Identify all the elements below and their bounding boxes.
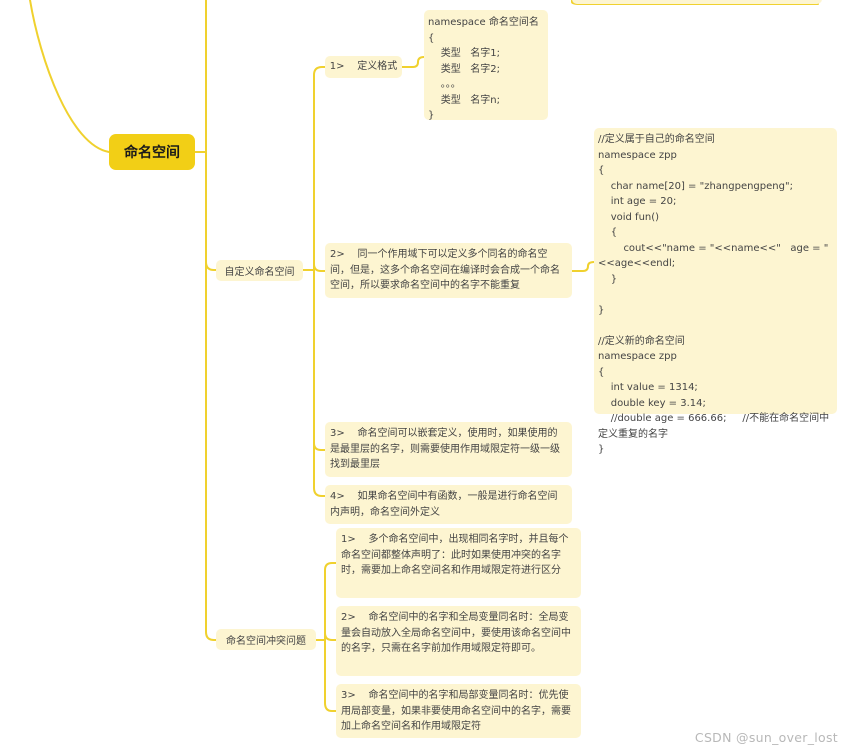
node-conflict-local-variable[interactable]: 3> 命名空间中的名字和局部变量同名时：优先使用局部变量，如果非要使用命名空间中…	[336, 684, 581, 738]
connector-branch2-trunk	[315, 562, 337, 712]
node-nested-namespace[interactable]: 3> 命名空间可以嵌套定义，使用时，如果使用的是最里层的名字，则需要使用作用域限…	[325, 422, 572, 477]
node-function-declaration[interactable]: 4> 如果命名空间中有函数，一般是进行命名空间内声明，命名空间外定义	[325, 485, 572, 524]
node-conflict-global-variable[interactable]: 2> 命名空间中的名字和全局变量同名时：全局变量会自动放入全局命名空间中，要使用…	[336, 606, 581, 676]
connector-branch1-child2	[313, 263, 326, 272]
connector-child1-detail	[401, 56, 425, 68]
node-conflict-multi-namespace[interactable]: 1> 多个命名空间中，出现相同名字时，并且每个命名空间都整体声明了：此时如果使用…	[336, 528, 581, 598]
offscreen-node-stub	[572, 0, 822, 4]
branch-custom-namespace[interactable]: 自定义命名空间	[216, 260, 303, 281]
node-define-format[interactable]: 1> 定义格式	[325, 56, 402, 78]
node-same-name-merge[interactable]: 2> 同一个作用域下可以定义多个同名的命名空间，但是，这多个命名空间在编译时会合…	[325, 243, 572, 298]
node-define-format-code[interactable]: namespace 命名空间名 { 类型 名字1; 类型 名字2; 。。。 类型…	[424, 10, 548, 121]
connector-branch1-child3	[313, 442, 326, 451]
connector-root-branch1	[205, 261, 217, 271]
connector-root-trunk	[194, 0, 217, 641]
connector-child2-detail	[571, 261, 595, 272]
root-node[interactable]: 命名空间	[109, 134, 195, 170]
watermark: CSDN @sun_over_lost	[694, 730, 838, 745]
node-same-name-code[interactable]: //定义属于自己的命名空间 namespace zpp { char name[…	[594, 128, 837, 455]
branch-namespace-conflict[interactable]: 命名空间冲突问题	[216, 629, 316, 650]
connector-parent-root	[29, 0, 110, 153]
connector-branch1-trunk	[302, 66, 326, 497]
connector-branch2-child2	[324, 632, 337, 641]
